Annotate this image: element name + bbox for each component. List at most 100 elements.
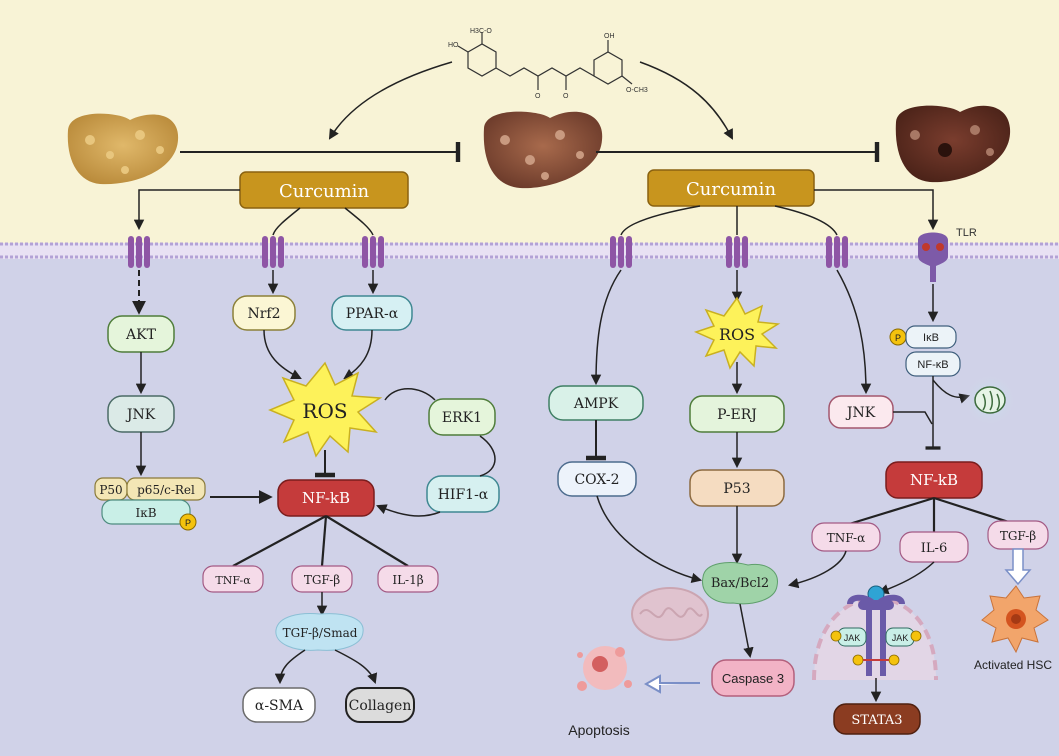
nfkb-label-right: NF-kB (910, 471, 958, 489)
hif1-label: HIF1-α (438, 487, 489, 503)
il6-label: IL-6 (921, 541, 947, 556)
mitochondrion-icon (631, 587, 709, 641)
tgf-smad-node (275, 613, 364, 651)
jnk-to-nfkb-line (893, 411, 933, 425)
receptor-icon-2 (262, 236, 284, 268)
ros-label-left: ROS (302, 399, 347, 423)
nfkb-to-il1-line (325, 515, 409, 567)
akt-label: AKT (125, 327, 157, 343)
cox2-to-bax-arrow (596, 495, 703, 584)
erk1-node (428, 398, 496, 436)
ppar-to-ros-arrow (343, 329, 373, 380)
curcumin-to-receptor3-line (344, 207, 374, 236)
ppar-label: PPAR-α (346, 306, 399, 322)
jnk-label-right: JNK (845, 405, 876, 421)
il1-node (377, 565, 439, 593)
curcumin-label-right: Curcumin (686, 179, 776, 200)
apoptosis-label: Apoptosis (568, 722, 629, 738)
tgf-to-hsc-hollow-arrow (1004, 548, 1032, 586)
asma-node (242, 687, 316, 723)
ampk-label: AMPK (573, 396, 619, 412)
molecule-to-right-arrow (639, 61, 733, 140)
erk1-to-hif1-line (479, 435, 496, 477)
ikb-node-left (101, 499, 191, 525)
jnk-label-left: JNK (125, 407, 156, 423)
p50-label: P50 (99, 483, 122, 497)
smad-to-asma-arrow (274, 649, 306, 685)
curcumin-molecule (457, 32, 633, 90)
bax-bcl2-node (702, 562, 778, 605)
hif1-to-nfkb-arrow (376, 504, 441, 517)
keto-oxygen-2: O (563, 93, 569, 100)
tnf-to-bax-arrow (787, 550, 847, 589)
receptor-icon-5 (726, 236, 748, 268)
phospho-label-right: P (895, 333, 901, 343)
tnf-node-left (202, 565, 264, 593)
fibrotic-liver-image (483, 111, 603, 189)
smad-to-collagen-arrow (334, 649, 378, 684)
caspase3-label: Caspase 3 (722, 671, 784, 686)
methoxy-right-label: O-CH3 (626, 87, 648, 94)
phospho-label-left: P (185, 518, 191, 528)
hif1-node (426, 475, 500, 513)
cell-membrane (0, 242, 1059, 259)
jak-label-2: JAK (892, 633, 909, 643)
il1-label: IL-1β (392, 573, 423, 587)
fatty-liver-image (67, 113, 179, 185)
ros-burst-right (693, 296, 781, 370)
apoptosis-hollow-arrow (643, 674, 700, 694)
curcumin-to-receptor4-line (620, 205, 701, 236)
curcumin-to-receptor6-line (774, 205, 838, 236)
tnf-label-right: TNF-α (827, 531, 865, 545)
curcumin-label-left: Curcumin (279, 181, 369, 202)
stat3-node (833, 703, 921, 735)
ikb-node-right (905, 325, 957, 349)
jak-label-1: JAK (844, 633, 861, 643)
ros-burst-left (268, 361, 383, 458)
tnf-label-left: TNF-α (215, 574, 251, 587)
hydroxy-left-label: HO (448, 42, 459, 49)
nfkb-complex-label: NF-κB (917, 359, 948, 371)
cox2-label: COX-2 (574, 472, 619, 488)
nrf2-to-ros-arrow (263, 329, 302, 379)
nfkb-label-left: NF-kB (302, 489, 350, 507)
proteasome-icon (962, 372, 1018, 428)
nfkb-to-tnf-line (232, 515, 327, 567)
receptor-icons (128, 236, 848, 268)
molecule-to-left-arrow (328, 61, 453, 140)
curcumin-to-tlr-arrow (814, 189, 939, 231)
receptor-icon-3 (362, 236, 384, 268)
collagen-label: Collagen (349, 698, 412, 714)
asma-label: α-SMA (255, 698, 304, 714)
tgf-label-right: TGF-β (1000, 529, 1036, 543)
receptor-to-ampk-arrow (590, 269, 622, 386)
bax-label: Bax/Bcl2 (711, 576, 769, 591)
receptor-to-jnk-right-arrow (836, 269, 872, 395)
tgf-smad-label: TGF-β/Smad (283, 626, 358, 640)
bax-to-caspase-arrow (739, 603, 754, 659)
ikb-label-left: IκB (135, 506, 156, 520)
activated-hsc-label: Activated HSC (974, 658, 1052, 672)
tgf-label-left: TGF-β (304, 573, 340, 587)
caspase3-node (711, 659, 795, 697)
cirrhotic-liver-image (895, 105, 1011, 183)
ikb-label-right: IκB (923, 332, 939, 344)
nfkb-to-tnf-right-line (845, 496, 935, 527)
perj-label: P-ERJ (717, 407, 757, 423)
receptor-icon-6 (826, 236, 848, 268)
il6-to-receptor-arrow (878, 561, 935, 595)
phospho-sites (830, 630, 922, 666)
nfkb-to-tgf-line (320, 515, 328, 567)
tlr-receptor-icon (918, 232, 948, 282)
ros-label-right: ROS (719, 325, 755, 344)
activated-hsc-icon (981, 585, 1049, 654)
receptor-icon-4 (610, 236, 632, 268)
curcumin-to-receptor1-arrow (133, 189, 240, 231)
il6-receptor-icon (847, 585, 905, 676)
phospho-badge-left (179, 513, 197, 531)
p53-label: P53 (723, 481, 750, 497)
keto-oxygen-1: O (535, 93, 541, 100)
curcumin-to-receptor2-line (272, 207, 301, 236)
curcumin-box-right (647, 169, 815, 207)
